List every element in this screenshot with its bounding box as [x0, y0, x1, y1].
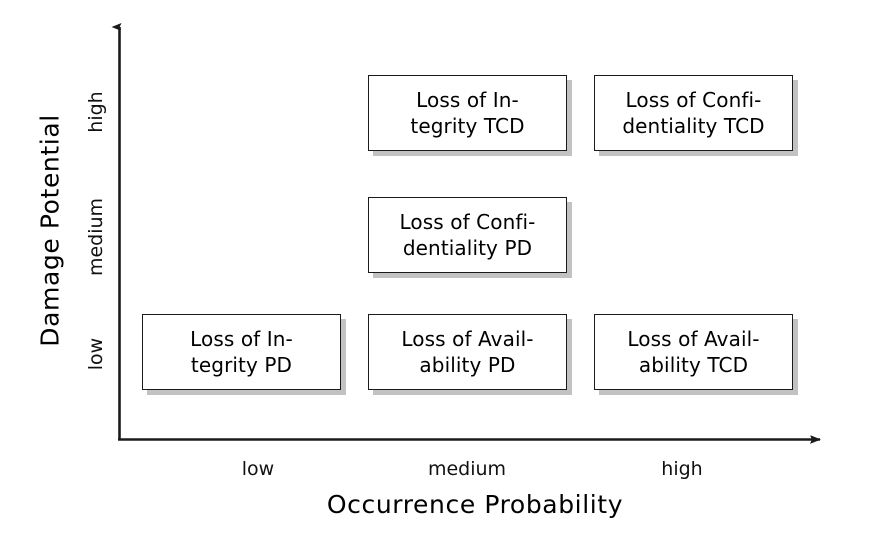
risk-cell-integrity-tcd[interactable]: Loss of In- tegrity TCD	[368, 75, 567, 151]
risk-cell-label: Loss of Avail- ability PD	[401, 326, 534, 377]
y-axis-tick-medium: medium	[85, 197, 107, 277]
risk-cell-label: Loss of Avail- ability TCD	[627, 326, 760, 377]
x-axis-tick-high: high	[661, 458, 703, 480]
y-axis-tick-high: high	[85, 91, 107, 133]
risk-cell-availability-tcd[interactable]: Loss of Avail- ability TCD	[594, 314, 793, 390]
x-axis-tick-low: low	[241, 458, 275, 480]
y-axis-title: Damage Potential	[35, 114, 65, 347]
risk-cell-label: Loss of Confi- dentiality TCD	[622, 87, 765, 138]
x-axis-title: Occurrence Probability	[326, 490, 624, 519]
x-axis-tick-medium: medium	[427, 458, 507, 480]
risk-cell-availability-pd[interactable]: Loss of Avail- ability PD	[368, 314, 567, 390]
y-axis-tick-low: low	[85, 337, 107, 371]
risk-cell-label: Loss of In- tegrity TCD	[410, 87, 525, 138]
risk-cell-confidentiality-pd[interactable]: Loss of Confi- dentiality PD	[368, 197, 567, 273]
risk-cell-label: Loss of In- tegrity PD	[190, 326, 293, 377]
risk-cell-integrity-pd[interactable]: Loss of In- tegrity PD	[142, 314, 341, 390]
risk-cell-confidentiality-tcd[interactable]: Loss of Confi- dentiality TCD	[594, 75, 793, 151]
risk-cell-label: Loss of Confi- dentiality PD	[399, 209, 536, 260]
